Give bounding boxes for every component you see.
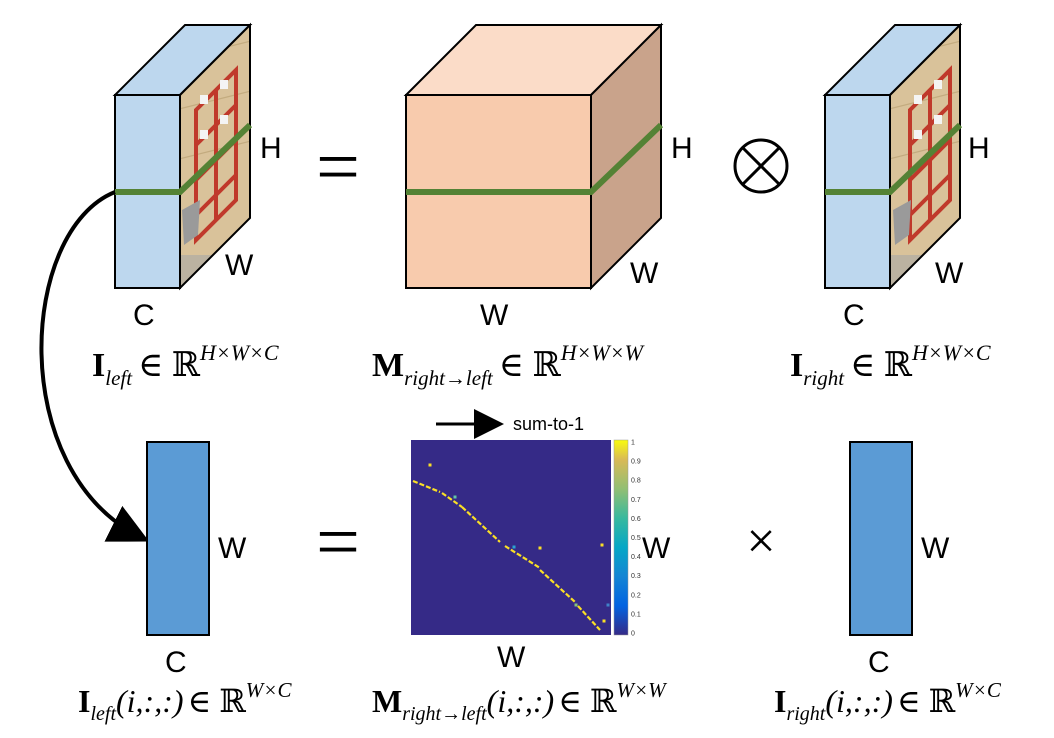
formula-i-left-slice-set: ℝ bbox=[219, 683, 246, 719]
formula-i-left-sub: left bbox=[105, 366, 133, 390]
colorbar-ticks: 0 0.1 0.2 0.3 0.4 0.5 0.6 0.7 0.8 0.9 1 bbox=[631, 440, 641, 638]
heatmap-speck bbox=[574, 603, 578, 607]
label-w-middle-side: W bbox=[630, 257, 659, 290]
attention-heatmap bbox=[411, 440, 611, 635]
label-w-right: W bbox=[935, 257, 964, 290]
label-w-heatmap-side: W bbox=[642, 532, 671, 565]
formula-i-right-slice: Iright(i,:,:)∈ ℝW×C bbox=[774, 678, 1002, 725]
formula-i-left-slice-in: ∈ bbox=[188, 683, 220, 719]
formula-m-rl-slice-sup: W×W bbox=[616, 678, 668, 702]
colorbar-tick-label: 0.8 bbox=[631, 478, 641, 485]
colorbar-tick-label: 0.7 bbox=[631, 497, 641, 504]
label-h-right: H bbox=[968, 132, 990, 165]
heatmap-speck bbox=[428, 463, 432, 467]
heatmap-diagonal bbox=[412, 463, 610, 631]
label-h-middle: H bbox=[671, 132, 693, 165]
times-operator: × bbox=[746, 513, 775, 570]
label-w-slice-right: W bbox=[921, 532, 950, 565]
formula-i-left-base: I bbox=[92, 347, 105, 384]
formula-m-rl-sub: right→left bbox=[404, 366, 494, 390]
heatmap-speck bbox=[538, 546, 542, 550]
heatmap-trace-segment bbox=[539, 569, 576, 603]
equals-bottom: = bbox=[316, 498, 360, 585]
label-w-left: W bbox=[225, 249, 254, 282]
formula-i-right-slice-sub: right bbox=[786, 703, 825, 725]
formula-m-rl-slice-base: M bbox=[372, 683, 402, 719]
colorbar-tick-label: 0.2 bbox=[631, 592, 641, 599]
formula-i-right-slice-set: ℝ bbox=[929, 683, 956, 719]
i-left-slice bbox=[146, 441, 210, 636]
formula-i-right-set: ℝ bbox=[884, 347, 913, 384]
formula-i-right-slice-in: ∈ bbox=[897, 683, 929, 719]
formula-m-rl-in: ∈ bbox=[499, 347, 533, 384]
label-h-left: H bbox=[260, 132, 282, 165]
heatmap-background bbox=[411, 440, 611, 635]
label-c-slice-right: C bbox=[868, 646, 890, 679]
heatmap-trace-segment bbox=[461, 506, 501, 543]
i-left-feature-block bbox=[112, 22, 253, 291]
colorbar-tick-label: 0.5 bbox=[631, 535, 641, 542]
formula-i-left: Ileft∈ ℝH×W×C bbox=[92, 340, 279, 390]
formula-i-right-base: I bbox=[790, 347, 803, 384]
formula-i-left-slice-sub: left bbox=[90, 703, 116, 725]
formula-m-rl-slice-args: (i,:,:) bbox=[487, 683, 555, 719]
colorbar-tick-label: 1 bbox=[631, 440, 635, 447]
colorbar-tick-label: 0.1 bbox=[631, 611, 641, 618]
formula-i-right-slice-sup: W×C bbox=[955, 678, 1002, 702]
formula-i-right: Iright∈ ℝH×W×C bbox=[790, 340, 991, 390]
formula-m-rl-slice-sub: right→left bbox=[402, 703, 487, 725]
formula-i-left-slice: Ileft(i,:,:)∈ ℝW×C bbox=[78, 678, 292, 725]
equals-top: = bbox=[316, 123, 360, 210]
tensor-product-icon bbox=[733, 138, 789, 194]
colorbar-tick-label: 0.6 bbox=[631, 516, 641, 523]
heatmap-speck bbox=[453, 495, 457, 499]
formula-i-left-set: ℝ bbox=[172, 347, 201, 384]
formula-i-left-slice-sup: W×C bbox=[246, 678, 293, 702]
formula-i-left-slice-base: I bbox=[78, 683, 90, 719]
i-right-slice bbox=[849, 441, 913, 636]
formula-i-right-sup: H×W×C bbox=[911, 340, 991, 365]
formula-m-rl: Mright→left∈ ℝH×W×W bbox=[372, 340, 645, 390]
label-w-middle-bottom: W bbox=[480, 299, 509, 332]
colorbar-tick-label: 0.4 bbox=[631, 554, 641, 561]
formula-i-right-slice-base: I bbox=[774, 683, 786, 719]
formula-i-left-in: ∈ bbox=[138, 347, 172, 384]
i-right-feature-block bbox=[822, 22, 963, 291]
heatmap-speck bbox=[602, 619, 606, 623]
formula-m-rl-slice: Mright→left(i,:,:)∈ ℝW×W bbox=[372, 678, 668, 725]
heatmap-speck bbox=[600, 543, 604, 547]
sum-to-one-label: sum-to-1 bbox=[513, 414, 584, 434]
colorbar bbox=[613, 439, 629, 636]
heatmap-speck bbox=[512, 545, 516, 549]
label-c-left: C bbox=[133, 299, 155, 332]
formula-m-rl-sup: H×W×W bbox=[560, 340, 645, 365]
colorbar-tick-label: 0 bbox=[631, 631, 635, 638]
formula-m-rl-slice-set: ℝ bbox=[590, 683, 617, 719]
label-w-heatmap-bottom: W bbox=[497, 641, 526, 674]
colorbar-tick-label: 0.9 bbox=[631, 459, 641, 466]
label-c-right: C bbox=[843, 299, 865, 332]
heatmap-trace-segment bbox=[412, 479, 441, 494]
formula-i-left-sup: H×W×C bbox=[199, 340, 279, 365]
heatmap-trace-segment bbox=[577, 605, 601, 631]
formula-i-left-slice-args: (i,:,:) bbox=[116, 683, 184, 719]
heatmap-speck bbox=[606, 603, 610, 607]
formula-m-rl-slice-in: ∈ bbox=[558, 683, 590, 719]
tensor-product-icon-stroke-b bbox=[741, 146, 781, 186]
colorbar-tick-label: 0.3 bbox=[631, 573, 641, 580]
label-w-slice-left: W bbox=[218, 532, 247, 565]
label-c-slice-left: C bbox=[165, 646, 187, 679]
curved-arrow bbox=[39, 190, 150, 542]
m-cost-cube bbox=[403, 22, 664, 291]
heatmap-trace-segment bbox=[441, 492, 463, 508]
formula-i-right-in: ∈ bbox=[850, 347, 884, 384]
formula-m-rl-base: M bbox=[372, 347, 404, 384]
formula-i-right-slice-args: (i,:,:) bbox=[825, 683, 893, 719]
formula-m-rl-set: ℝ bbox=[532, 347, 561, 384]
formula-i-right-sub: right bbox=[803, 366, 845, 390]
